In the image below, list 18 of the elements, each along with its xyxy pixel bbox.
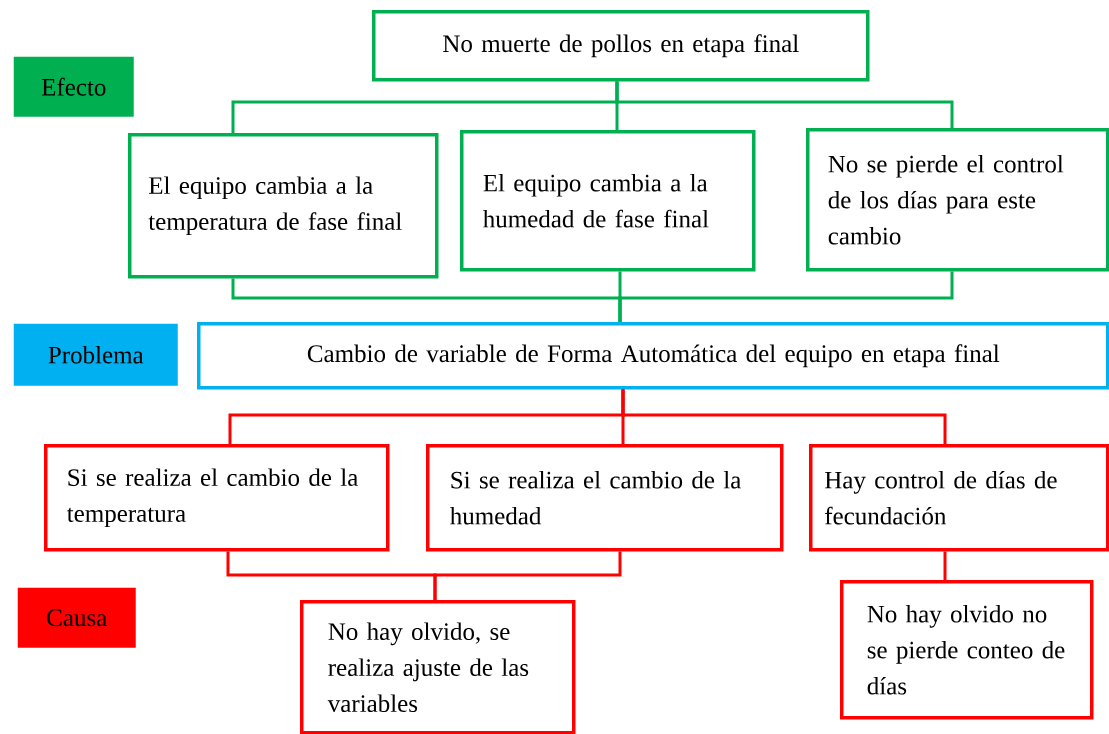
cause-box: Si se realiza el cambio de la temperatura <box>44 444 390 552</box>
cause-box: Si se realiza el cambio de la humedad <box>426 444 784 552</box>
effect-box: El equipo cambia a la temperatura de fase final <box>128 133 439 279</box>
effect-box: El equipo cambia a la humedad de fase final <box>460 130 756 272</box>
cause-box: Hay control de días de fecundación <box>809 444 1109 552</box>
effect-box: No se pierde el control de los días para este cambio <box>806 128 1109 272</box>
label-box: Efecto <box>13 56 134 117</box>
connector-line <box>615 81 954 128</box>
effect-box: No muerte de pollos en etapa final <box>372 10 870 82</box>
connector-line <box>618 271 954 322</box>
cause-box: No hay olvido, se realiza ajuste de las variables <box>300 600 576 734</box>
cause-box: No hay olvido no se pierde conteo de días <box>840 580 1094 720</box>
connector-line <box>433 551 622 600</box>
label-box: Causa <box>17 587 136 648</box>
label-box: Problema <box>13 323 178 386</box>
connector-line <box>943 551 947 580</box>
problem-box: Cambio de variable de Forma Automática del equipo en etapa final <box>197 322 1109 390</box>
connector-line <box>621 389 947 444</box>
